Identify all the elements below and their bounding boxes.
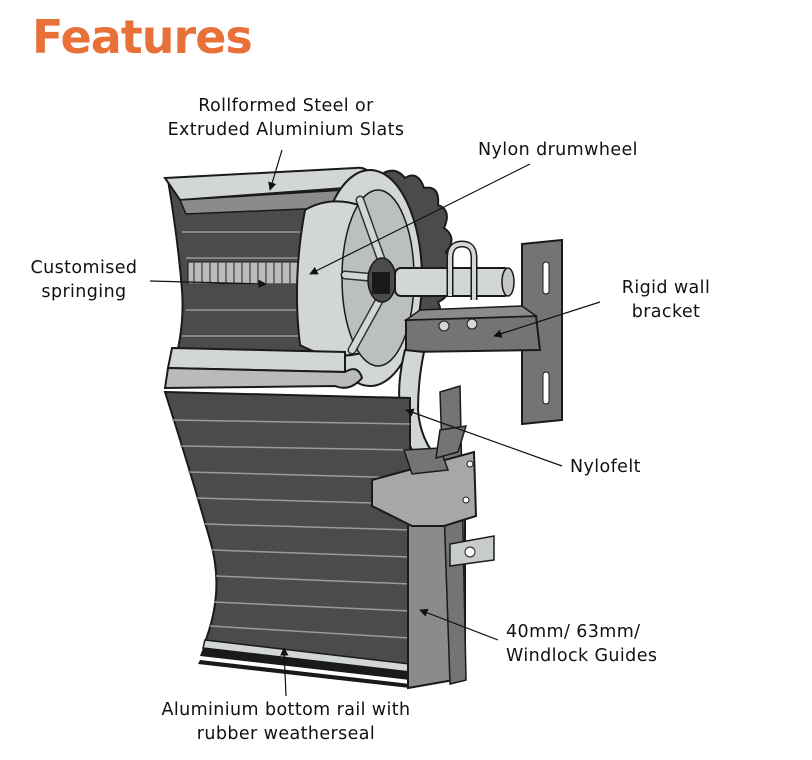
callout-bottom-rail-line1: Aluminium bottom rail with — [161, 700, 411, 720]
leader-guides — [419, 608, 499, 641]
axle — [372, 240, 515, 300]
page-title: Features — [32, 10, 253, 64]
callout-bottom-rail-line2: rubber weatherseal — [196, 724, 376, 744]
leader-bracket — [493, 301, 601, 338]
callout-nylofelt: Nylofelt — [570, 455, 641, 479]
callout-slats: Rollformed Steel or Extruded Aluminium S… — [146, 94, 426, 142]
leader-drumwheel — [309, 163, 531, 275]
callout-slats-line2: Extruded Aluminium Slats — [167, 120, 405, 140]
callout-bracket-line1: Rigid wall — [621, 278, 711, 298]
callout-guides-line2: Windlock Guides — [506, 646, 658, 666]
middle-slat — [163, 346, 364, 390]
shutter-curtain — [163, 390, 411, 674]
callout-bottom-rail: Aluminium bottom rail with rubber weathe… — [136, 698, 436, 746]
callout-springing: Customised springing — [22, 256, 146, 304]
callout-bracket-line2: bracket — [631, 302, 701, 322]
windlock-guide — [371, 384, 495, 690]
callout-guides-line1: 40mm/ 63mm/ — [506, 622, 641, 642]
leader-slats — [268, 149, 283, 191]
callout-drumwheel-line1: Nylon drumwheel — [478, 140, 638, 160]
leader-springing — [149, 279, 267, 289]
rigid-wall-bracket — [403, 238, 563, 426]
callout-springing-line2: springing — [41, 282, 127, 302]
callout-nylofelt-line1: Nylofelt — [570, 457, 641, 477]
callout-guides: 40mm/ 63mm/ Windlock Guides — [506, 620, 657, 668]
callout-drumwheel: Nylon drumwheel — [478, 138, 638, 162]
leader-nylofelt — [405, 408, 563, 467]
callout-springing-line1: Customised — [30, 258, 138, 278]
callout-slats-line1: Rollformed Steel or — [198, 96, 374, 116]
leader-lines — [149, 149, 601, 697]
leader-bottom-rail — [280, 647, 289, 697]
callout-bracket: Rigid wall bracket — [596, 276, 736, 324]
